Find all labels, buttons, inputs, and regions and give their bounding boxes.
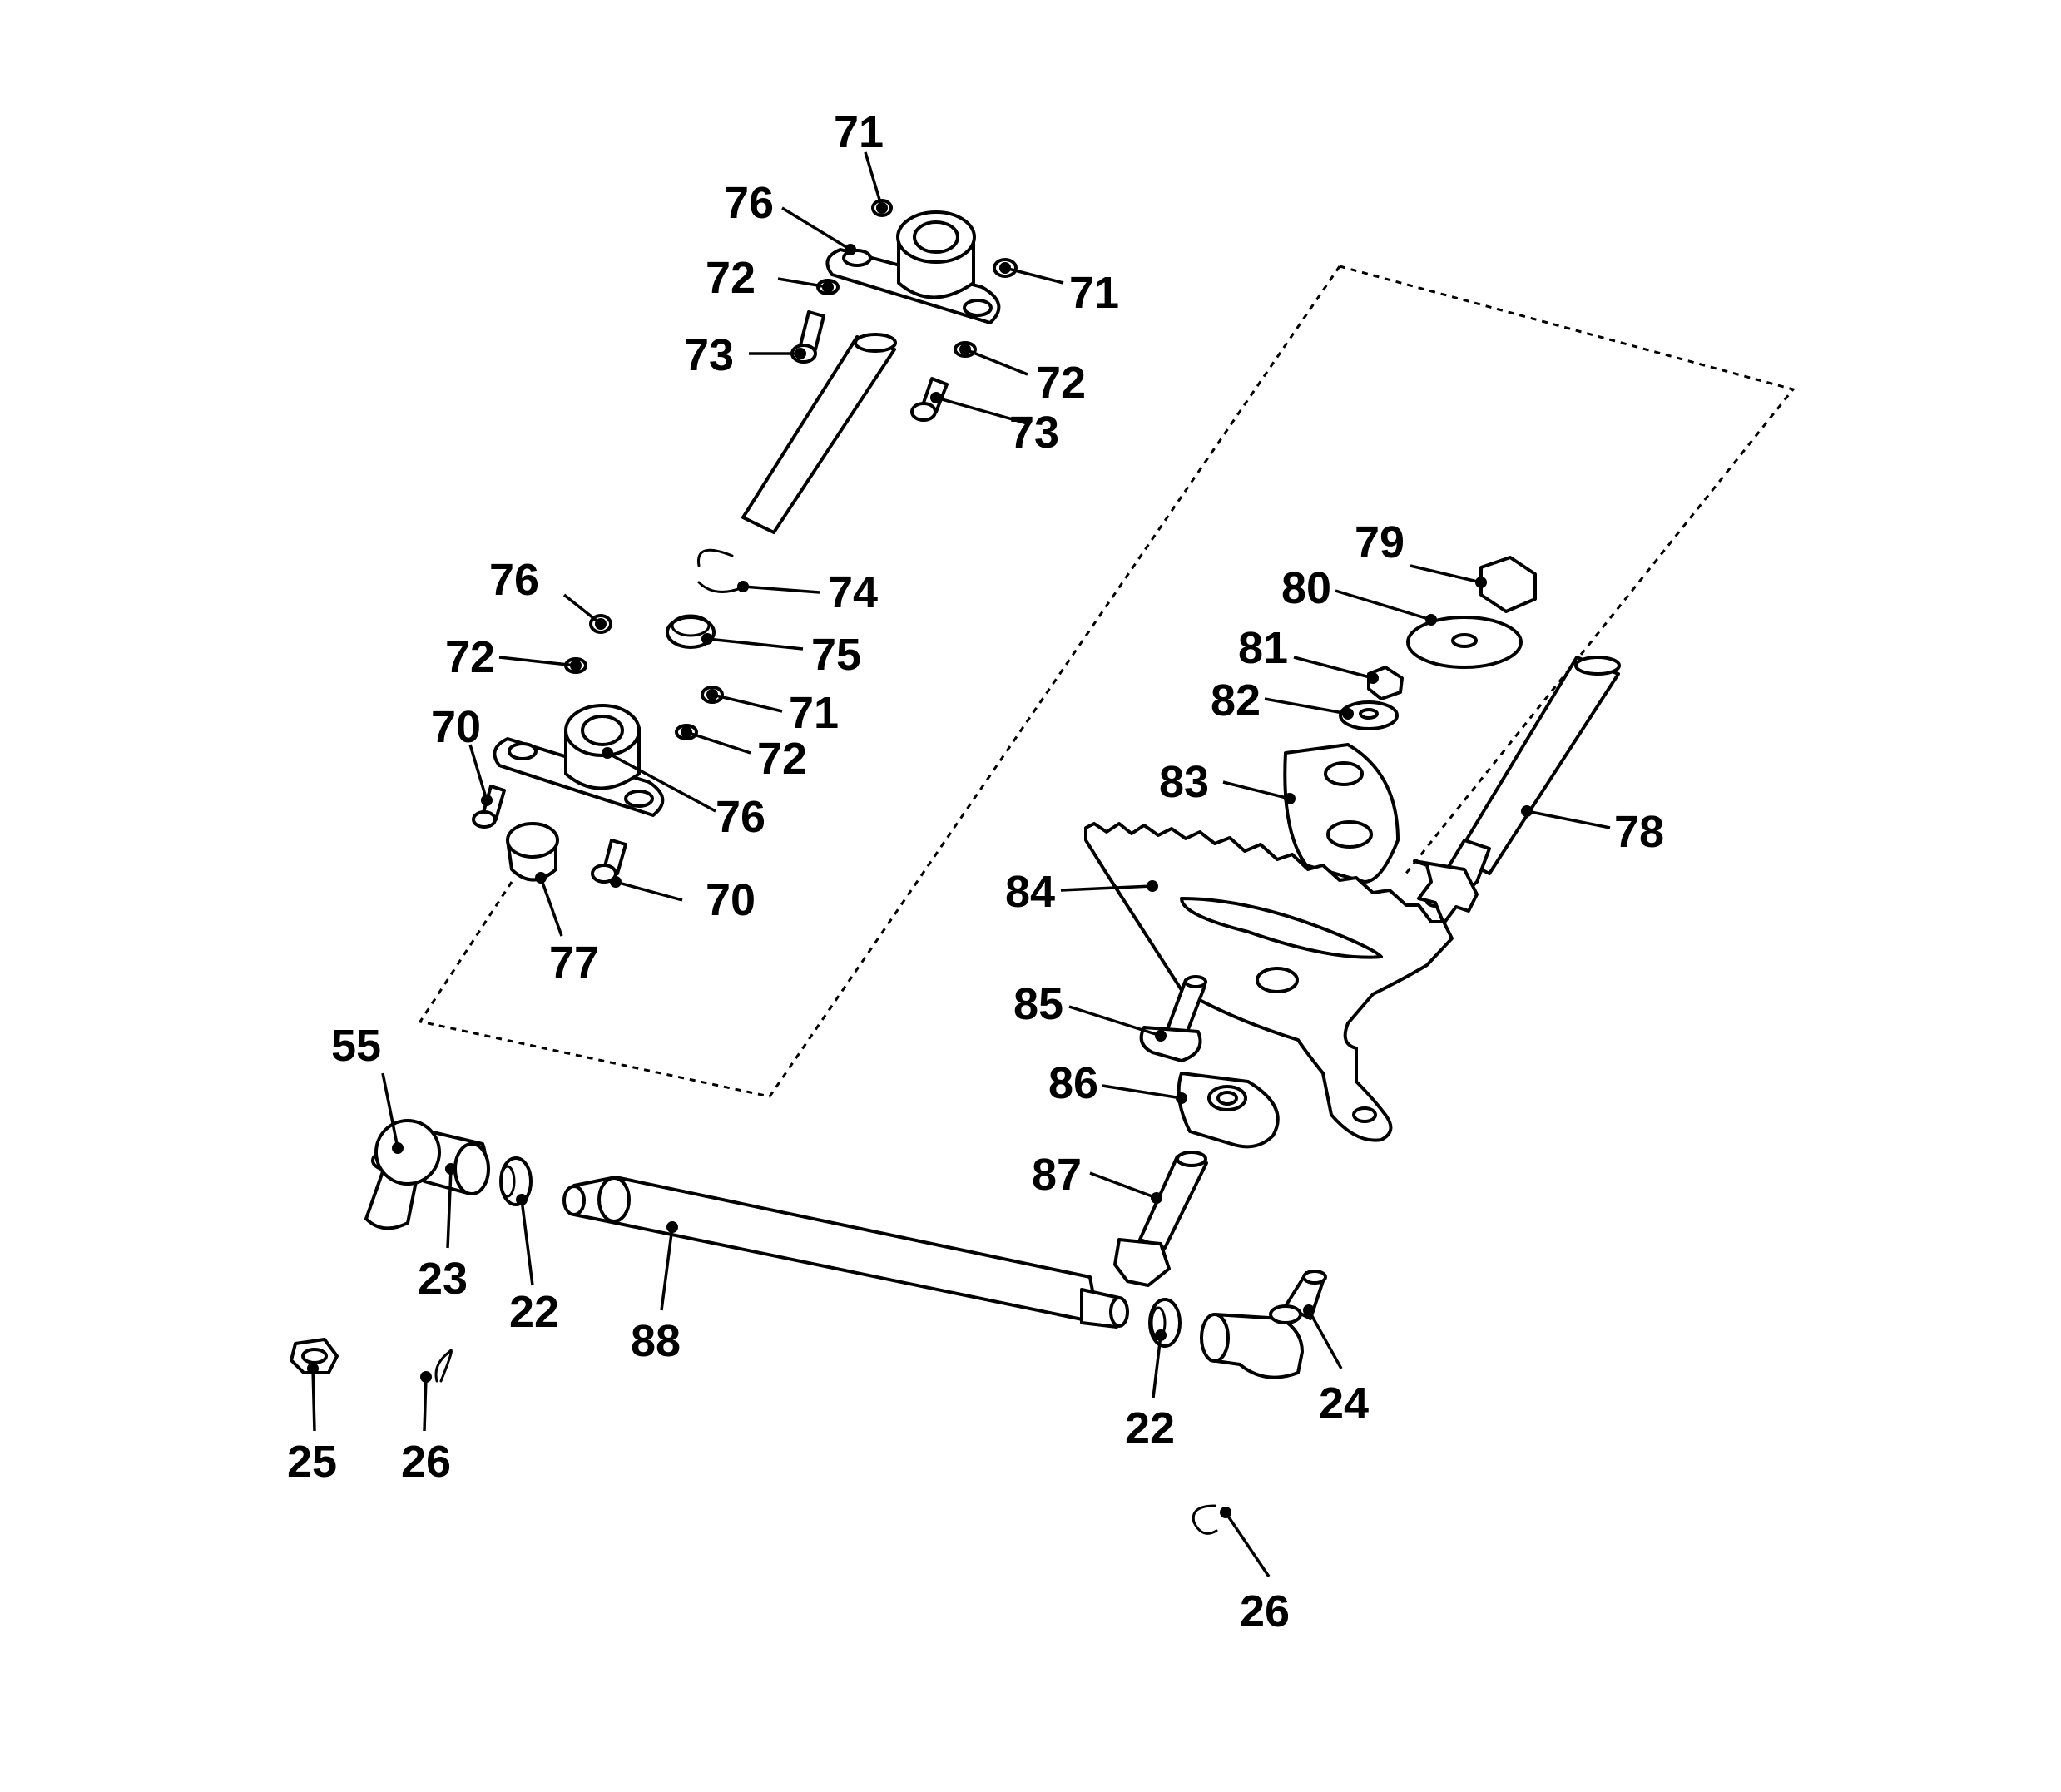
- pivot-hardware: [1113, 975, 1280, 1287]
- sector-hardware: [1283, 556, 1537, 884]
- lower-flange-bearing: [472, 704, 665, 884]
- callout-84: 84: [1005, 867, 1055, 917]
- sector-gear: [1084, 822, 1454, 1142]
- right-elbow: [1200, 1270, 1327, 1379]
- callout-77: 77: [549, 938, 599, 988]
- callout-76-mid: 76: [489, 555, 539, 605]
- leader-lines: [311, 151, 1611, 1577]
- drag-link: [562, 1176, 1129, 1329]
- callout-74: 74: [828, 567, 878, 617]
- callout-26-left: 26: [401, 1437, 451, 1487]
- callout-72-top: 72: [706, 253, 756, 303]
- callout-80: 80: [1281, 563, 1331, 613]
- callout-73-left: 73: [684, 330, 734, 380]
- upper-flange-bearing: [825, 210, 1001, 324]
- left-clip: [499, 1156, 533, 1206]
- callout-87: 87: [1032, 1150, 1082, 1200]
- callout-55: 55: [331, 1021, 381, 1071]
- callout-25: 25: [287, 1437, 337, 1487]
- callout-75: 75: [811, 630, 861, 680]
- callout-86: 86: [1048, 1058, 1098, 1108]
- callout-82: 82: [1211, 676, 1261, 725]
- callout-73-right: 73: [1009, 408, 1059, 458]
- callout-24: 24: [1319, 1379, 1369, 1428]
- ball-joint: [364, 1119, 490, 1230]
- callout-76-top: 76: [724, 178, 774, 228]
- callout-72-low: 72: [757, 734, 807, 784]
- callout-70-right: 70: [706, 875, 756, 925]
- callout-22-right: 22: [1125, 1403, 1175, 1453]
- leader-dots: [307, 202, 1533, 1518]
- callout-71-mid: 71: [789, 688, 839, 738]
- callout-83: 83: [1159, 757, 1209, 807]
- callout-72-mid: 72: [445, 632, 495, 682]
- callout-72-right: 72: [1036, 358, 1086, 408]
- callout-71-top: 71: [834, 107, 884, 157]
- callout-79: 79: [1355, 517, 1405, 567]
- callout-76-low: 76: [716, 792, 765, 842]
- steering-shaft-tube: [741, 333, 897, 534]
- callout-70-left: 70: [431, 702, 481, 752]
- callout-85: 85: [1013, 979, 1063, 1029]
- loose-hardware: [290, 1338, 1218, 1535]
- callout-26-right: 26: [1240, 1587, 1290, 1636]
- callout-88: 88: [631, 1316, 681, 1366]
- callout-81: 81: [1238, 623, 1288, 673]
- callout-22-left: 22: [509, 1287, 559, 1337]
- callouts: 71 76 71 72 73 72 73 74 76 75 72 71 70 7…: [287, 107, 1664, 1636]
- callout-71-right: 71: [1069, 268, 1119, 318]
- assembly-boundary: [418, 265, 1796, 1098]
- callout-78: 78: [1614, 807, 1664, 857]
- pinion-shaft: [1413, 656, 1621, 925]
- callout-23: 23: [418, 1254, 468, 1304]
